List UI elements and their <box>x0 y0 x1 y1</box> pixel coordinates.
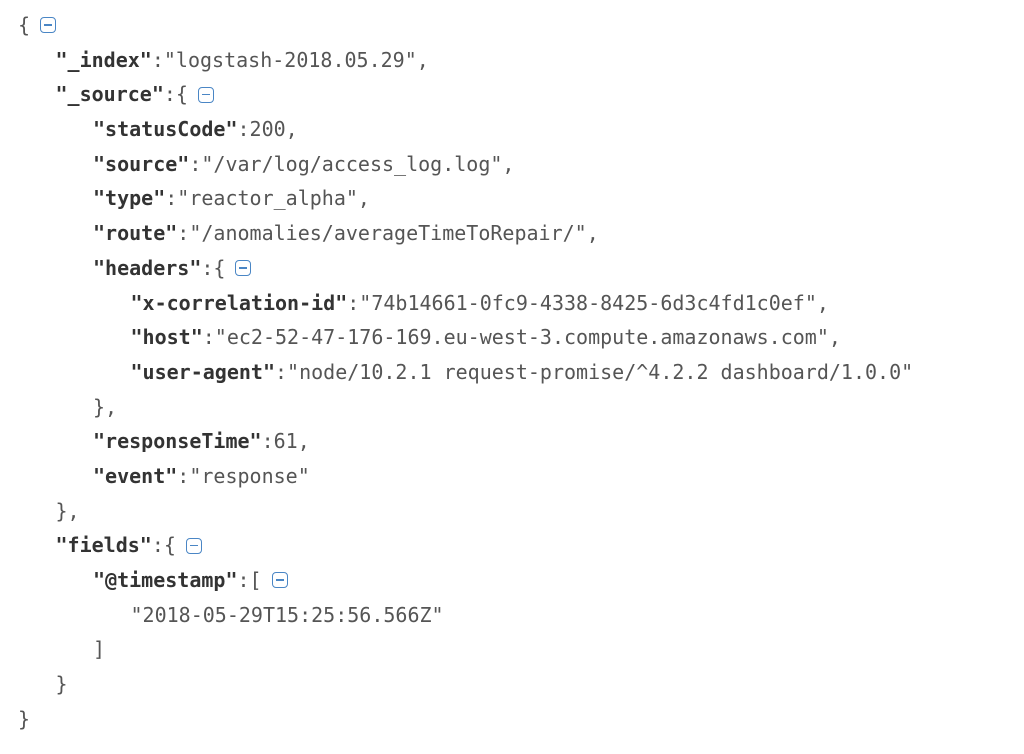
json-line: "route":"/anomalies/averageTimeToRepair/… <box>18 216 913 251</box>
open-bracket: { <box>163 533 176 558</box>
json-line: "2018-05-29T15:25:56.566Z" <box>18 598 913 633</box>
json-line: "event":"response" <box>18 459 913 494</box>
json-key: "@timestamp" <box>93 568 238 592</box>
json-key: "host" <box>130 325 203 350</box>
json-viewer: {"_index":"logstash-2018.05.29","_source… <box>18 8 913 736</box>
colon: : <box>165 186 178 211</box>
json-line: { <box>18 8 913 43</box>
json-value: "2018-05-29T15:25:56.566Z" <box>130 602 444 627</box>
json-key: "fields" <box>55 533 152 558</box>
collapse-toggle-icon[interactable] <box>197 86 214 103</box>
close-bracket: }, <box>55 498 80 523</box>
colon: : <box>177 221 190 246</box>
colon: : <box>151 47 164 72</box>
json-key: "_source" <box>55 82 164 107</box>
json-line: "x-correlation-id":"74b14661-0fc9-4338-8… <box>18 286 913 321</box>
collapse-toggle-icon[interactable] <box>271 572 288 589</box>
close-bracket: ] <box>93 637 106 662</box>
json-line: "statusCode":200, <box>18 112 913 147</box>
comma: , <box>816 290 829 315</box>
json-value: "response" <box>189 463 310 488</box>
json-line: "headers":{ <box>18 251 913 286</box>
json-line: "@timestamp":[ <box>18 563 913 598</box>
close-bracket: } <box>18 706 31 731</box>
collapse-toggle-icon[interactable] <box>40 17 57 34</box>
json-line: }, <box>18 494 913 529</box>
json-line: "type":"reactor_alpha", <box>18 181 913 216</box>
json-line: } <box>18 667 913 702</box>
json-line: } <box>18 702 913 737</box>
json-value: "/var/log/access_log.log" <box>201 151 503 176</box>
json-value: "reactor_alpha" <box>177 186 358 211</box>
json-key: "source" <box>93 151 190 176</box>
comma: , <box>828 325 841 350</box>
colon: : <box>347 290 360 315</box>
json-value: 61 <box>273 429 298 454</box>
open-bracket: { <box>175 82 188 107</box>
json-value: 200 <box>249 117 286 142</box>
json-line: "_index":"logstash-2018.05.29", <box>18 43 913 78</box>
json-line: "user-agent":"node/10.2.1 request-promis… <box>18 355 914 390</box>
json-key: "statusCode" <box>93 117 238 142</box>
comma: , <box>586 221 599 246</box>
comma: , <box>357 186 370 211</box>
json-line: "responseTime":61, <box>18 424 913 459</box>
json-key: "headers" <box>93 255 202 280</box>
colon: : <box>202 325 215 350</box>
colon: : <box>151 533 164 558</box>
json-key: "user-agent" <box>130 359 276 384</box>
json-key: "type" <box>93 186 166 211</box>
colon: : <box>177 463 190 488</box>
json-key: "_index" <box>55 47 152 72</box>
json-key: "x-correlation-id" <box>130 290 348 315</box>
json-key: "route" <box>93 221 178 246</box>
colon: : <box>237 117 250 142</box>
json-key: "event" <box>93 463 178 488</box>
json-line: "source":"/var/log/access_log.log", <box>18 147 913 182</box>
json-value: "node/10.2.1 request-promise/^4.2.2 dash… <box>287 359 914 384</box>
json-line: }, <box>18 390 913 425</box>
json-value: "74b14661-0fc9-4338-8425-6d3c4fd1c0ef" <box>359 290 817 315</box>
close-bracket: } <box>55 672 68 697</box>
json-line: ] <box>18 632 913 667</box>
json-line: "fields":{ <box>18 528 913 563</box>
comma: , <box>416 47 429 72</box>
colon: : <box>163 82 176 107</box>
json-value: "ec2-52-47-176-169.eu-west-3.compute.ama… <box>214 325 829 350</box>
open-bracket: [ <box>249 568 262 592</box>
comma: , <box>285 117 298 142</box>
comma: , <box>502 151 515 176</box>
colon: : <box>261 429 274 454</box>
collapse-toggle-icon[interactable] <box>235 260 252 277</box>
collapse-toggle-icon[interactable] <box>185 537 202 554</box>
close-bracket: }, <box>93 394 118 419</box>
json-line: "_source":{ <box>18 77 913 112</box>
colon: : <box>275 359 288 384</box>
json-line: "host":"ec2-52-47-176-169.eu-west-3.comp… <box>18 320 913 355</box>
json-value: "/anomalies/averageTimeToRepair/" <box>189 221 587 246</box>
json-value: "logstash-2018.05.29" <box>163 47 417 72</box>
colon: : <box>201 255 214 280</box>
json-key: "responseTime" <box>93 429 262 454</box>
open-bracket: { <box>213 255 226 280</box>
comma: , <box>297 429 310 454</box>
colon: : <box>237 568 250 592</box>
colon: : <box>189 151 202 176</box>
open-bracket: { <box>18 13 31 37</box>
